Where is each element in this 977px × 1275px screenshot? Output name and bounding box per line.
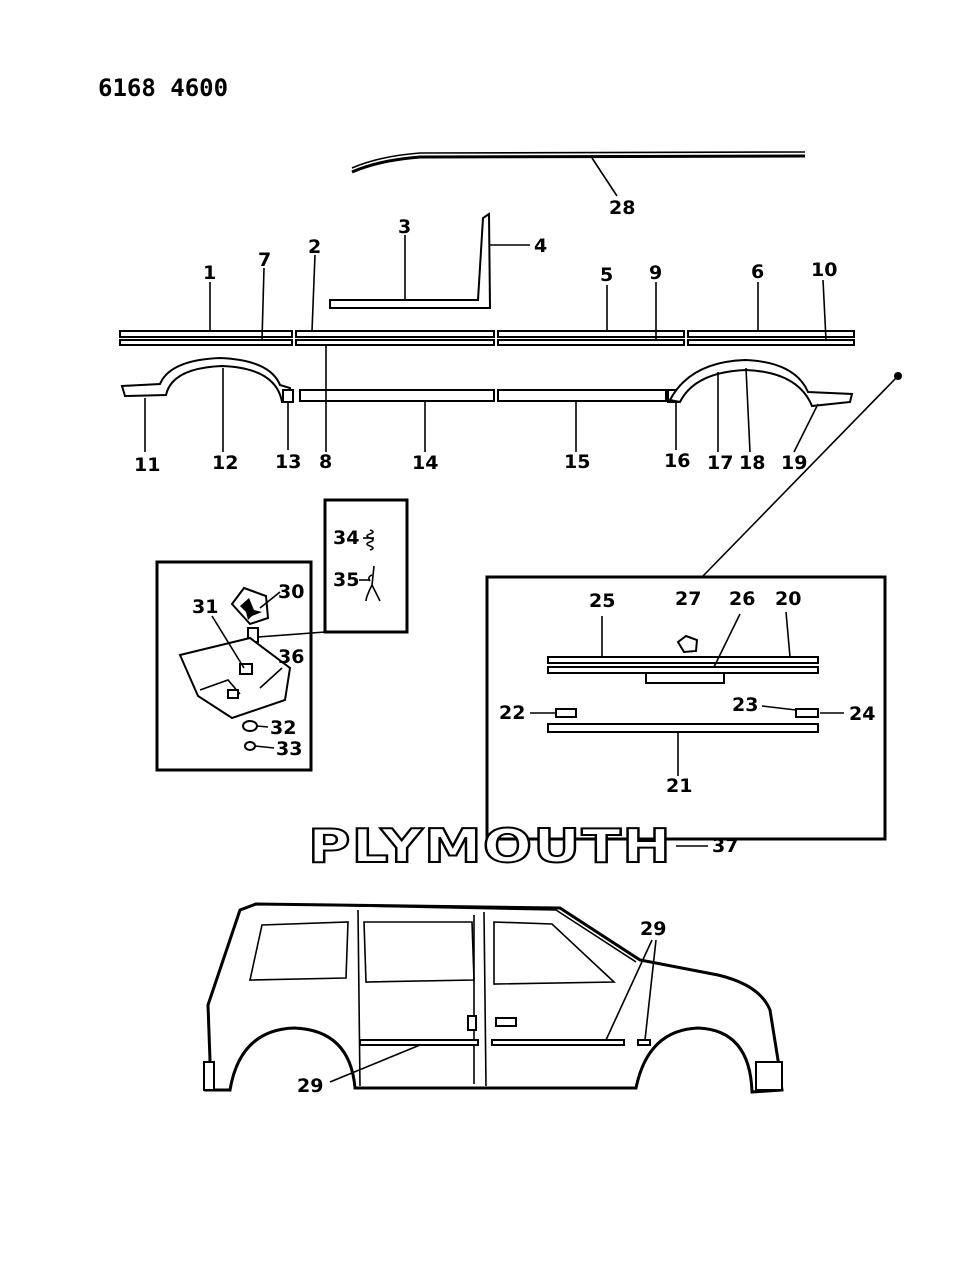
callout-13: 13 bbox=[275, 451, 301, 473]
callout-18: 18 bbox=[739, 452, 765, 474]
callout-labels: 1 2 3 4 5 6 7 8 9 10 11 12 13 14 15 16 1… bbox=[134, 197, 875, 1097]
callout-21: 21 bbox=[666, 775, 692, 797]
callout-12: 12 bbox=[212, 452, 238, 474]
callout-4: 4 bbox=[534, 235, 547, 257]
wheel-opening-row bbox=[120, 345, 854, 453]
callout-27: 27 bbox=[675, 588, 701, 610]
roof-molding-28 bbox=[351, 151, 806, 197]
callout-33: 33 bbox=[276, 738, 302, 760]
callout-17: 17 bbox=[707, 452, 733, 474]
detail-leader bbox=[702, 372, 902, 577]
emblem-detail-box bbox=[155, 537, 374, 772]
callout-23: 23 bbox=[732, 694, 758, 716]
callout-7: 7 bbox=[258, 249, 271, 271]
callout-31: 31 bbox=[192, 596, 218, 618]
callout-6: 6 bbox=[751, 261, 764, 283]
callout-11: 11 bbox=[134, 454, 160, 476]
document-number: 6168 4600 bbox=[98, 74, 228, 102]
callout-9: 9 bbox=[649, 262, 662, 284]
callout-3: 3 bbox=[398, 216, 411, 238]
callout-29-lower: 29 bbox=[297, 1075, 323, 1097]
callout-16: 16 bbox=[664, 450, 690, 472]
callout-35: 35 bbox=[333, 569, 359, 591]
callout-5: 5 bbox=[600, 264, 613, 286]
callout-34: 34 bbox=[333, 527, 359, 549]
callout-36: 36 bbox=[278, 646, 304, 668]
callout-1: 1 bbox=[203, 262, 216, 284]
callout-25: 25 bbox=[589, 590, 615, 612]
belt-molding-row bbox=[119, 254, 855, 346]
callout-20: 20 bbox=[775, 588, 801, 610]
callout-15: 15 bbox=[564, 451, 590, 473]
callout-30: 30 bbox=[278, 581, 304, 603]
callout-28: 28 bbox=[609, 197, 635, 219]
callout-29-upper: 29 bbox=[640, 918, 666, 940]
callout-19: 19 bbox=[781, 452, 807, 474]
plymouth-emblem: PLYMOUTH bbox=[307, 818, 708, 874]
callout-10: 10 bbox=[811, 259, 837, 281]
stripe-detail-box bbox=[485, 575, 887, 841]
molding-3-4 bbox=[329, 212, 530, 309]
callout-22: 22 bbox=[499, 702, 525, 724]
callout-37: 37 bbox=[712, 835, 738, 857]
minivan-side-view bbox=[203, 902, 784, 1094]
plymouth-emblem-text: PLYMOUTH bbox=[308, 819, 672, 873]
clip-detail-box bbox=[323, 498, 409, 634]
callout-26: 26 bbox=[729, 588, 755, 610]
callout-32: 32 bbox=[270, 717, 296, 739]
callout-24: 24 bbox=[849, 703, 875, 725]
callout-2: 2 bbox=[308, 236, 321, 258]
callout-14: 14 bbox=[412, 452, 438, 474]
callout-8: 8 bbox=[319, 451, 332, 473]
